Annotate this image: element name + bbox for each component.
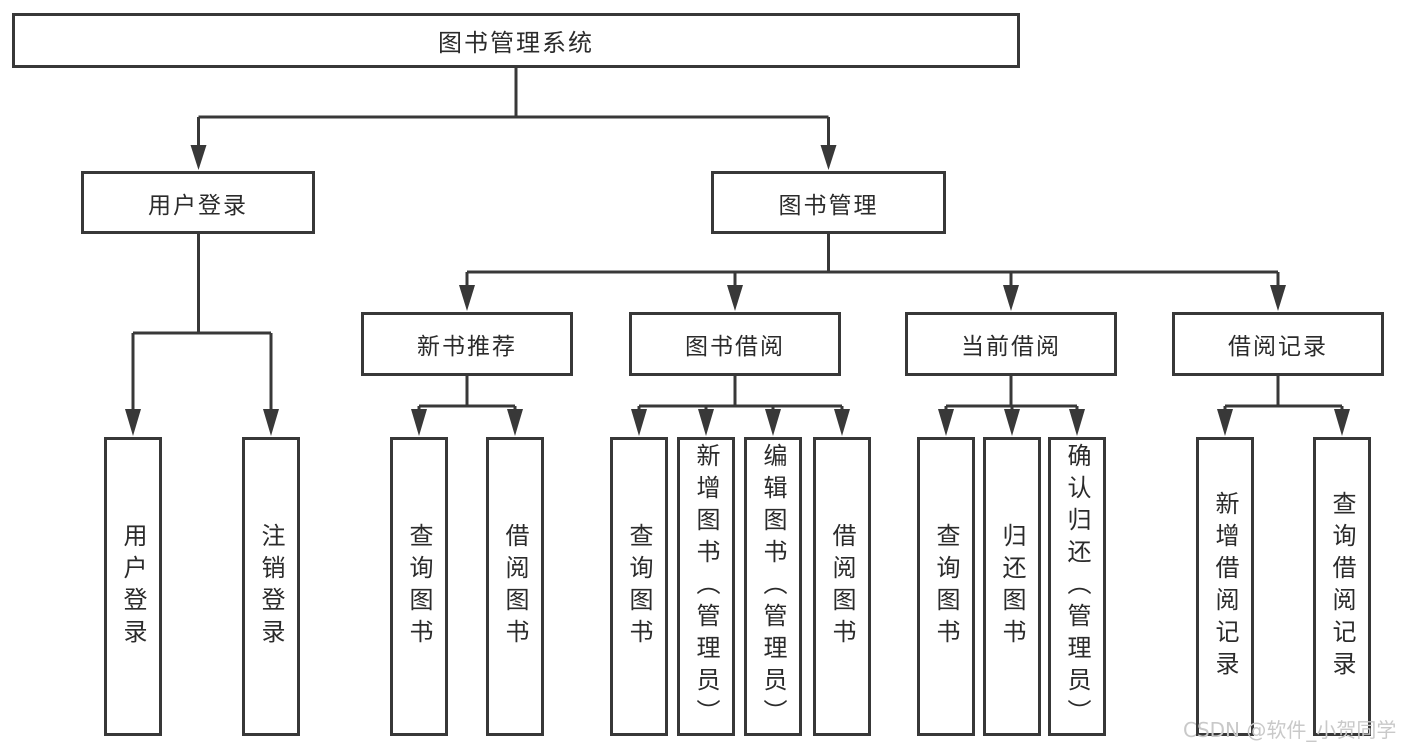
- leaf-user-login-label: 用户登录: [119, 522, 147, 651]
- leaf-return-book: 归还图书: [983, 437, 1041, 736]
- leaf-query-books-recommend: 查询图书: [390, 437, 448, 736]
- connector-root-to-level2: [190, 68, 837, 170]
- leaf-borrow-books-recommend: 借阅图书: [486, 437, 544, 736]
- leaf-edit-book-admin-label: 编辑图书（管理员）: [759, 442, 787, 731]
- leaf-borrow-books-recommend-label: 借阅图书: [501, 522, 529, 651]
- leaf-query-borrow-record: 查询借阅记录: [1313, 437, 1371, 736]
- leaf-query-books-recommend-label: 查询图书: [405, 522, 433, 651]
- node-book-borrow: 图书借阅: [629, 312, 841, 376]
- connector-borrow-records-to-leaves: [1217, 376, 1350, 436]
- leaf-add-borrow-record-label: 新增借阅记录: [1211, 490, 1239, 683]
- node-current-borrow-label: 当前借阅: [961, 334, 1061, 360]
- node-book-management: 图书管理: [711, 171, 946, 234]
- connector-book-borrow-to-leaves: [631, 376, 850, 436]
- leaf-query-books-current: 查询图书: [917, 437, 975, 736]
- leaf-logout: 注销登录: [242, 437, 300, 736]
- connector-user-login-to-leaves: [125, 234, 279, 436]
- leaf-confirm-return-admin: 确认归还（管理员）: [1048, 437, 1106, 736]
- leaf-query-books-borrow-label: 查询图书: [625, 522, 653, 651]
- leaf-query-borrow-record-label: 查询借阅记录: [1328, 490, 1356, 683]
- node-book-borrow-label: 图书借阅: [685, 334, 785, 360]
- node-root-system: 图书管理系统: [12, 13, 1020, 68]
- leaf-return-book-label: 归还图书: [998, 522, 1026, 651]
- leaf-add-borrow-record: 新增借阅记录: [1196, 437, 1254, 736]
- leaf-borrow-books-label: 借阅图书: [828, 522, 856, 651]
- leaf-query-books-current-label: 查询图书: [932, 522, 960, 651]
- node-new-book-recommend: 新书推荐: [361, 312, 573, 376]
- leaf-user-login: 用户登录: [104, 437, 162, 736]
- node-borrow-records: 借阅记录: [1172, 312, 1384, 376]
- node-new-book-recommend-label: 新书推荐: [417, 334, 517, 360]
- connector-book-management-to-level3: [459, 234, 1286, 311]
- node-root-system-label: 图书管理系统: [438, 29, 594, 57]
- leaf-edit-book-admin: 编辑图书（管理员）: [744, 437, 802, 736]
- leaf-query-books-borrow: 查询图书: [610, 437, 668, 736]
- node-user-login-label: 用户登录: [148, 192, 248, 219]
- node-borrow-records-label: 借阅记录: [1228, 334, 1328, 360]
- connector-current-borrow-to-leaves: [938, 376, 1085, 436]
- node-book-management-label: 图书管理: [778, 192, 879, 219]
- leaf-add-book-admin-label: 新增图书（管理员）: [692, 442, 720, 731]
- leaf-add-book-admin: 新增图书（管理员）: [677, 437, 735, 736]
- csdn-watermark: CSDN @软件_小贺同学: [1183, 718, 1397, 742]
- leaf-borrow-books: 借阅图书: [813, 437, 871, 736]
- node-user-login: 用户登录: [81, 171, 315, 234]
- leaf-confirm-return-admin-label: 确认归还（管理员）: [1063, 442, 1091, 731]
- connector-new-book-recommend-to-leaves: [411, 376, 523, 436]
- node-current-borrow: 当前借阅: [905, 312, 1117, 376]
- leaf-logout-label: 注销登录: [257, 522, 285, 651]
